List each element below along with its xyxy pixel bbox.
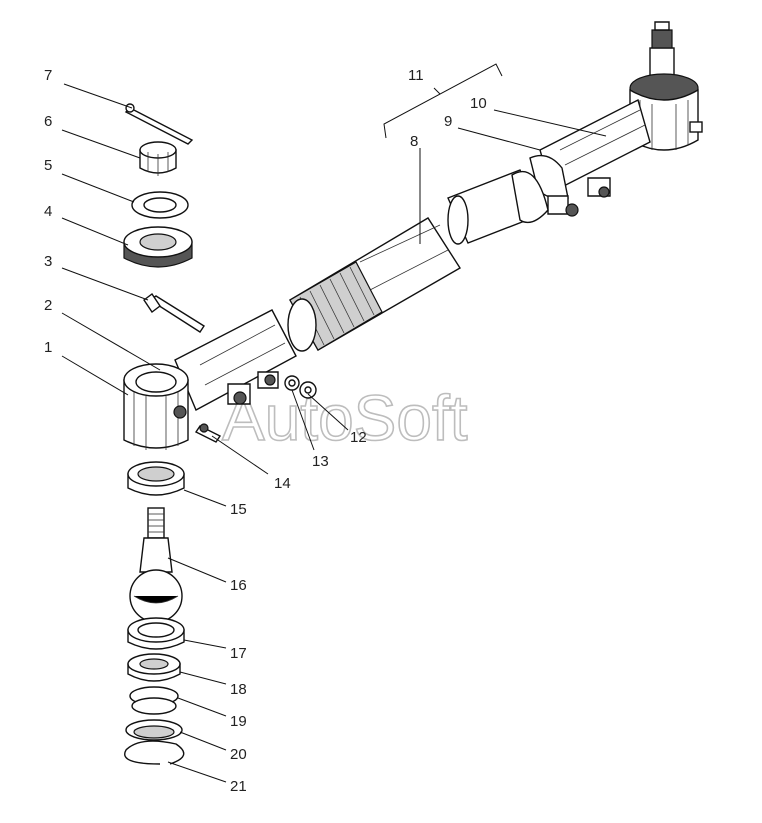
ball-pin-16 xyxy=(129,507,183,623)
bolt-3 xyxy=(143,292,205,333)
callout-12: 12 xyxy=(350,429,367,446)
callout-4: 4 xyxy=(44,203,52,220)
right-tie-rod-end xyxy=(529,21,703,217)
callout-5: 5 xyxy=(44,157,52,174)
snap-ring-21 xyxy=(124,740,185,765)
callout-13: 13 xyxy=(312,453,329,470)
cotter-pin-7 xyxy=(124,103,194,145)
seal-4 xyxy=(123,226,193,268)
castle-nut-6 xyxy=(139,141,177,176)
callout-18: 18 xyxy=(230,681,247,698)
nut-12-washer-13 xyxy=(284,375,317,399)
callout-10: 10 xyxy=(470,95,487,112)
callout-9: 9 xyxy=(444,113,452,130)
callout-2: 2 xyxy=(44,297,52,314)
callout-17: 17 xyxy=(230,645,247,662)
callout-19: 19 xyxy=(230,713,247,730)
callout-8: 8 xyxy=(410,133,418,150)
callout-3: 3 xyxy=(44,253,52,270)
tube-sleeve xyxy=(447,169,549,245)
callout-21: 21 xyxy=(230,778,247,795)
callout-1: 1 xyxy=(44,339,52,356)
leader-lines xyxy=(61,83,607,783)
tie-rod-tube xyxy=(287,217,461,352)
cover-20 xyxy=(125,719,183,741)
bearing-17 xyxy=(127,617,185,650)
spring-19 xyxy=(129,686,179,715)
callout-7: 7 xyxy=(44,67,52,84)
callout-15: 15 xyxy=(230,501,247,518)
ring-15 xyxy=(127,461,185,496)
watermark-text: AutoSoft xyxy=(222,382,468,454)
callout-14: 14 xyxy=(274,475,291,492)
callout-11: 11 xyxy=(408,67,424,84)
callout-20: 20 xyxy=(230,746,247,763)
liner-18 xyxy=(127,653,181,682)
washer-5 xyxy=(131,191,189,219)
callout-16: 16 xyxy=(230,577,247,594)
callout-6: 6 xyxy=(44,113,52,130)
left-tie-rod-end xyxy=(123,309,297,450)
